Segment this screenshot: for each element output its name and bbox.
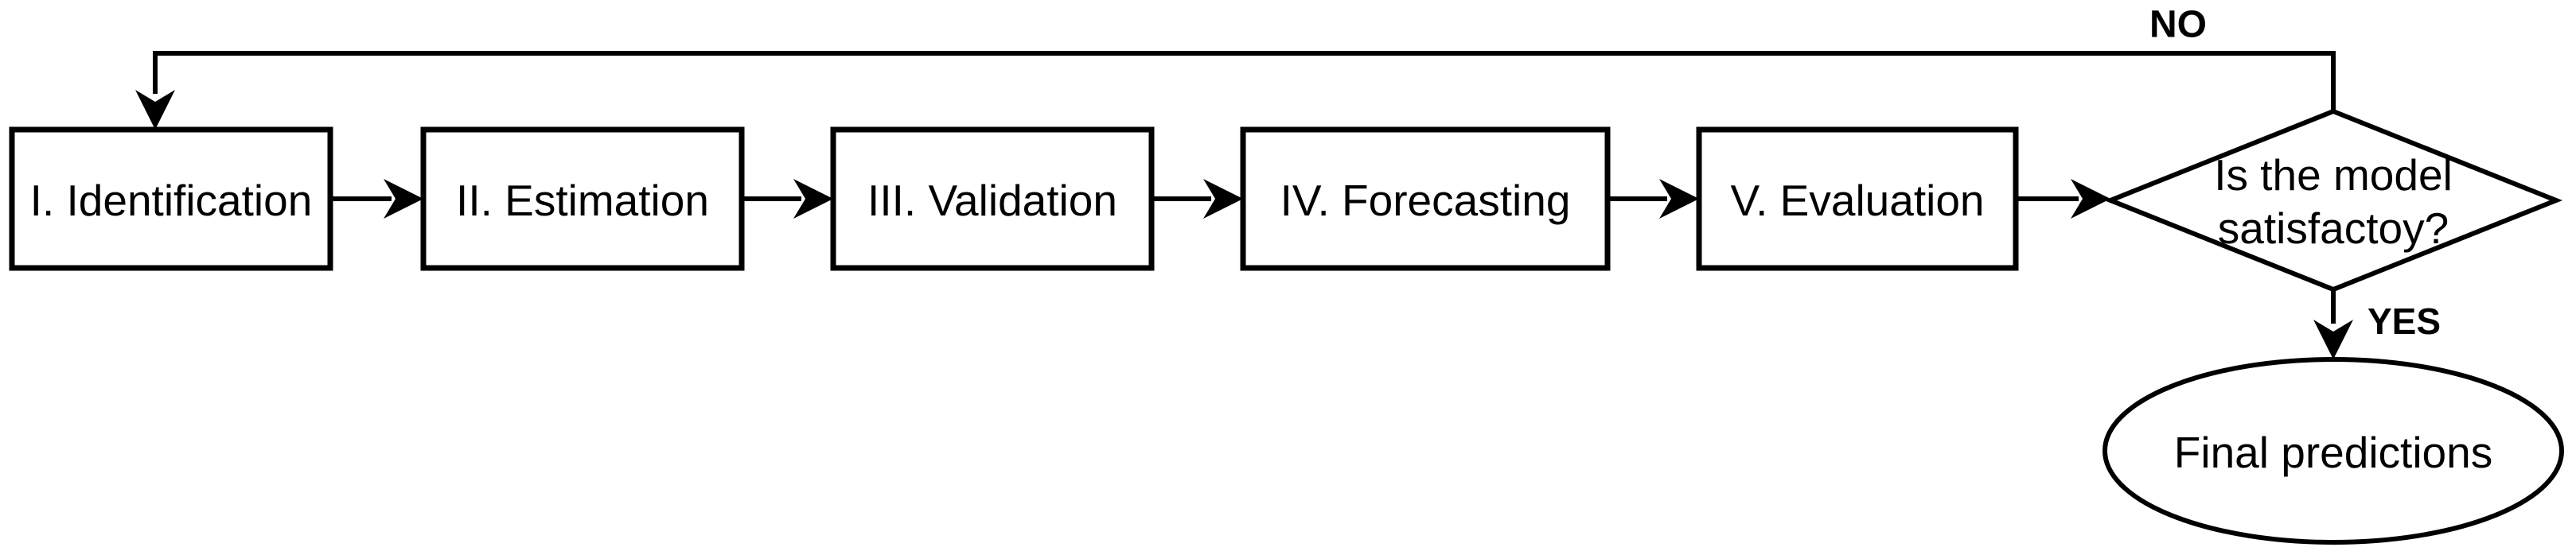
decision-diamond [2103,108,2563,293]
arrowhead-identification-estimation-icon [384,179,423,219]
edge-label-yes: YES [2368,301,2441,342]
no-feedback-connector [153,51,2336,113]
step-label-estimation: II. Estimation [456,176,709,225]
step-box-validation [830,126,1155,271]
arrowhead-evaluation-decision-icon [2071,179,2110,219]
yes-arrowhead-icon [2313,320,2353,359]
step-label-evaluation: V. Evaluation [1730,176,1984,225]
edge-label-no: NO [2149,4,2207,46]
decision-label-line1: Is the model [2214,150,2453,200]
arrowhead-estimation-validation-icon [793,179,833,219]
step-box-estimation [420,126,745,271]
step-label-forecasting: IV. Forecasting [1280,176,1571,225]
terminal-label: Final predictions [2174,428,2492,477]
terminal-ellipse [2102,357,2564,545]
step-label-identification: I. Identification [30,176,313,225]
step-box-identification [9,126,333,271]
arrowhead-validation-forecasting-icon [1203,179,1243,219]
no-feedback-arrowhead-icon [135,90,175,130]
step-box-evaluation [1696,126,2019,271]
step-label-validation: III. Validation [867,176,1117,225]
decision-label-line2: satisfactoy? [2218,204,2449,253]
arrowhead-forecasting-evaluation-icon [1659,179,1699,219]
